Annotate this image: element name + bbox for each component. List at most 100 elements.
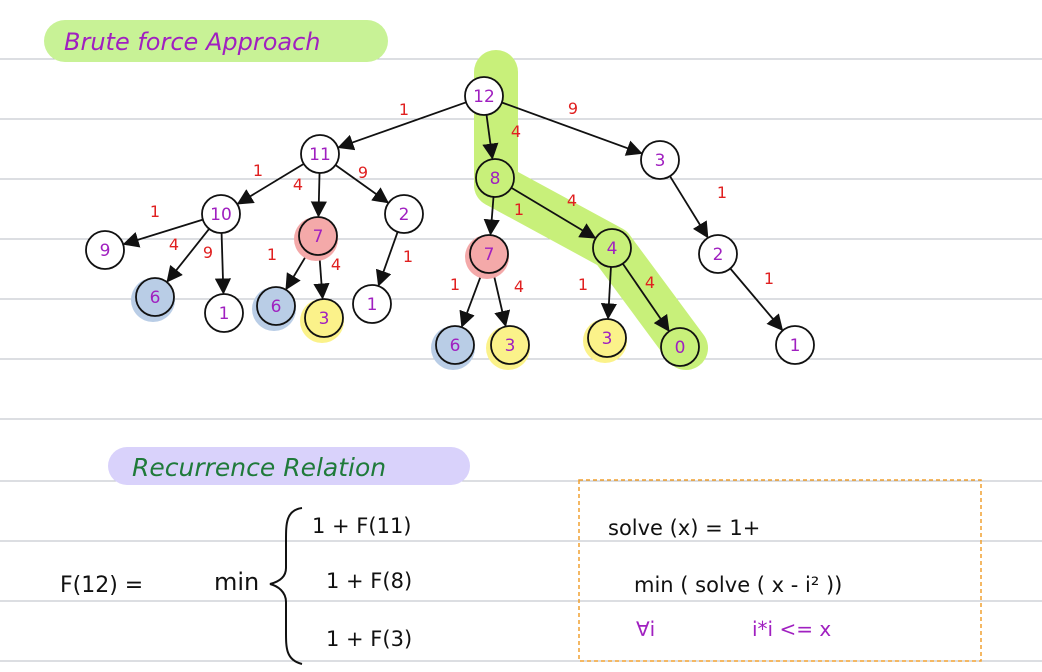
tree-node-label: 10 (210, 205, 232, 225)
box-line-3a: ∀i (636, 617, 655, 641)
edge-weight-label: 4 (645, 273, 655, 292)
tree-node-label: 1 (219, 304, 230, 324)
tree-node-n11 (300, 134, 340, 174)
tree-node-n0 (660, 327, 700, 367)
box-line-2: min ( solve ( x - i² )) (634, 573, 842, 597)
tree-node-n2b (698, 234, 738, 274)
tree-node-n1b (352, 284, 392, 324)
edge-weight-label: 9 (203, 243, 213, 262)
box-line-1: solve (x) = 1+ (608, 516, 760, 540)
tree-node-label: 4 (607, 239, 618, 259)
code-box (578, 479, 982, 662)
edge-weight-label: 1 (450, 275, 460, 294)
tree-node-label: 3 (655, 151, 666, 171)
tree-node-label: 1 (367, 295, 378, 315)
tree-node-n6a (135, 277, 175, 317)
recurrence-case-2: 1 + F(8) (326, 569, 412, 593)
tree-node-label: 2 (399, 205, 410, 225)
tree-node-n1c (775, 325, 815, 365)
tree-edge-n10-n6a (166, 228, 210, 283)
tree-edge-n12-n11 (337, 101, 467, 151)
edge-weight-label: 4 (567, 191, 577, 210)
edge-weight-label: 4 (169, 235, 179, 254)
tree-edge-n7a-n6b (285, 251, 309, 291)
tree-edge-n7b-n3c (492, 272, 511, 328)
tree-edge-n2a-n1b (375, 231, 399, 287)
tree-edge-n8-n4 (510, 186, 597, 239)
tree-node-n3b (304, 298, 344, 338)
tree-node-n2a (384, 194, 424, 234)
tree-node-label: 6 (271, 297, 282, 317)
tree-node-label: 11 (309, 145, 331, 165)
tree-edge-n11-n7a (310, 172, 327, 218)
tree-edges (122, 101, 784, 332)
tree-edge-n7b-n6c (459, 271, 484, 328)
edge-weight-label: 4 (293, 175, 303, 194)
tree-node-n1a (204, 293, 244, 333)
box-line-3b: i*i <= x (752, 617, 831, 641)
tree-node-label: 8 (490, 169, 501, 189)
tree-node-n8 (475, 158, 515, 198)
tree-edge-n10-n9 (122, 218, 204, 248)
heading-2-highlight (108, 447, 470, 485)
curly-brace (269, 507, 303, 665)
optimal-path-highlight (474, 50, 708, 370)
heading-2: Recurrence Relation (132, 453, 386, 482)
recurrence-min: min (214, 568, 259, 596)
tree-edge-n3a-n2b (669, 175, 709, 239)
tree-edge-n10-n1a (214, 232, 232, 295)
tree-edge-n8-n7b (483, 196, 500, 236)
tree-node-n12 (464, 76, 504, 116)
tree-node-label: 3 (505, 336, 516, 356)
edge-weight-label: 4 (514, 277, 524, 296)
tree-node-label: 3 (602, 329, 613, 349)
tree-node-label: 12 (473, 87, 495, 107)
recurrence-case-1: 1 + F(11) (312, 514, 412, 538)
edge-weight-label: 1 (764, 269, 774, 288)
tree-node-label: 1 (790, 336, 801, 356)
tree-edge-n12-n8 (482, 114, 499, 160)
tree-edge-n11-n10 (236, 163, 305, 205)
tree-edge-n11-n2a (334, 164, 390, 204)
tree-node-label: 7 (484, 245, 495, 265)
edge-weight-label: 9 (358, 163, 368, 182)
tree-node-label: 3 (319, 309, 330, 329)
tree-node-n7a (298, 216, 338, 256)
tree-node-label: 2 (713, 245, 724, 265)
tree-edge-n4-n0 (622, 263, 670, 332)
edge-weight-label: 1 (578, 275, 588, 294)
edge-weight-label: 1 (399, 100, 409, 119)
edge-weight-label: 1 (267, 245, 277, 264)
tree-node-label: 7 (313, 227, 324, 247)
tree-node-n6b (256, 286, 296, 326)
tree-edge-n12-n3a (501, 101, 643, 156)
edge-weight-label: 1 (150, 202, 160, 221)
recurrence-case-3: 1 + F(3) (326, 627, 412, 651)
tree-node-label: 0 (675, 338, 686, 358)
tree-edge-n7a-n3b (313, 254, 330, 300)
tree-node-n9 (85, 230, 125, 270)
tree-node-n3c (490, 325, 530, 365)
edge-weight-label: 1 (403, 247, 413, 266)
heading-1-highlight (44, 20, 388, 62)
tree-node-n7b (469, 234, 509, 274)
tree-node-label: 9 (100, 241, 111, 261)
tree-node-label: 6 (450, 336, 461, 356)
edge-weight-label: 4 (511, 122, 521, 141)
tree-node-label: 6 (150, 288, 161, 308)
tree-node-n10 (201, 194, 241, 234)
tree-node-n6c (435, 325, 475, 365)
tree-node-n3d (587, 318, 627, 358)
edge-weight-label: 9 (568, 99, 578, 118)
tree-node-n4 (592, 228, 632, 268)
edge-weight-label: 4 (331, 255, 341, 274)
heading-1: Brute force Approach (64, 28, 321, 56)
edge-weight-label: 1 (514, 200, 524, 219)
tree-edge-n4-n3d (600, 266, 618, 320)
recurrence-lhs: F(12) = (60, 573, 143, 598)
tree-node-n3a (640, 140, 680, 180)
edge-weight-label: 1 (253, 161, 263, 180)
